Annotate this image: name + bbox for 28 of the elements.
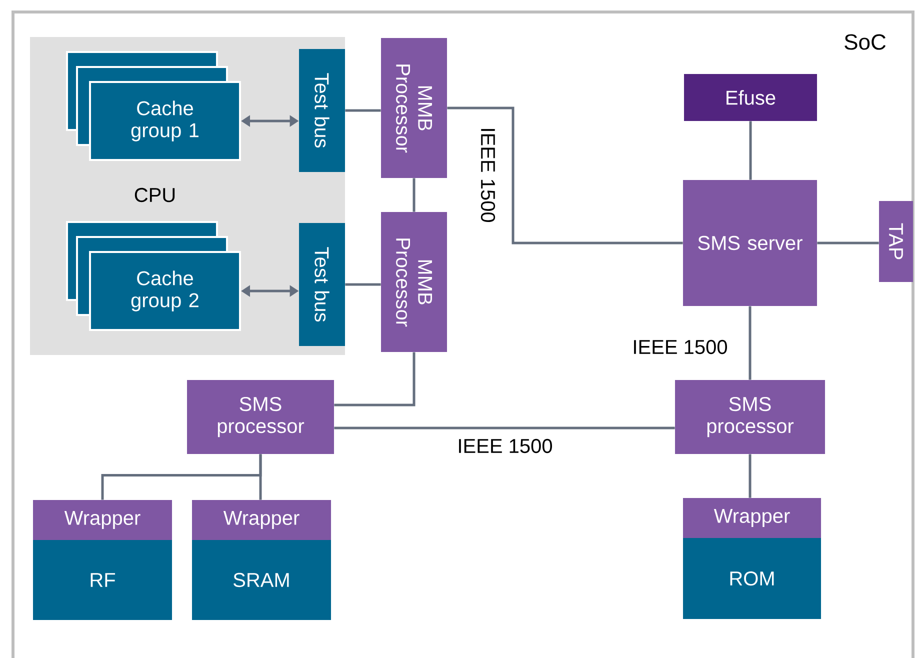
edge-label: IEEE 1500 [630, 338, 730, 356]
connector-line [748, 454, 752, 498]
memory-block: Wrapper ROM [683, 498, 821, 619]
bus-box: Test bus [299, 49, 345, 172]
edge-label: IEEE 1500 [455, 436, 555, 456]
server-box: SMS server [683, 180, 817, 306]
connector-line [334, 426, 675, 430]
connector-line [259, 454, 262, 500]
processor-box: MMB Processor [381, 38, 447, 178]
processor-box: SMS processor [187, 380, 334, 454]
connector-line [817, 242, 879, 244]
cache-stack: Cache group 2 [66, 221, 241, 331]
connector-line [412, 178, 416, 212]
connector-line [334, 352, 416, 406]
fuse-box: Efuse [684, 74, 817, 121]
connector-line [345, 109, 381, 112]
edge-label: IEEE 1500 [478, 125, 498, 225]
processor-box: SMS processor [675, 380, 826, 454]
memory-block: Wrapper SRAM [192, 500, 331, 620]
processor-box: MMB Processor [381, 212, 447, 352]
cache-stack: Cache group 1 [66, 51, 241, 161]
port-box: TAP [879, 201, 914, 282]
connector-line [447, 106, 683, 244]
connector-line [345, 283, 381, 286]
connector-line [748, 306, 752, 380]
memory-block: Wrapper RF [33, 500, 172, 620]
connector-line [749, 121, 752, 180]
bus-box: Test bus [299, 223, 345, 346]
